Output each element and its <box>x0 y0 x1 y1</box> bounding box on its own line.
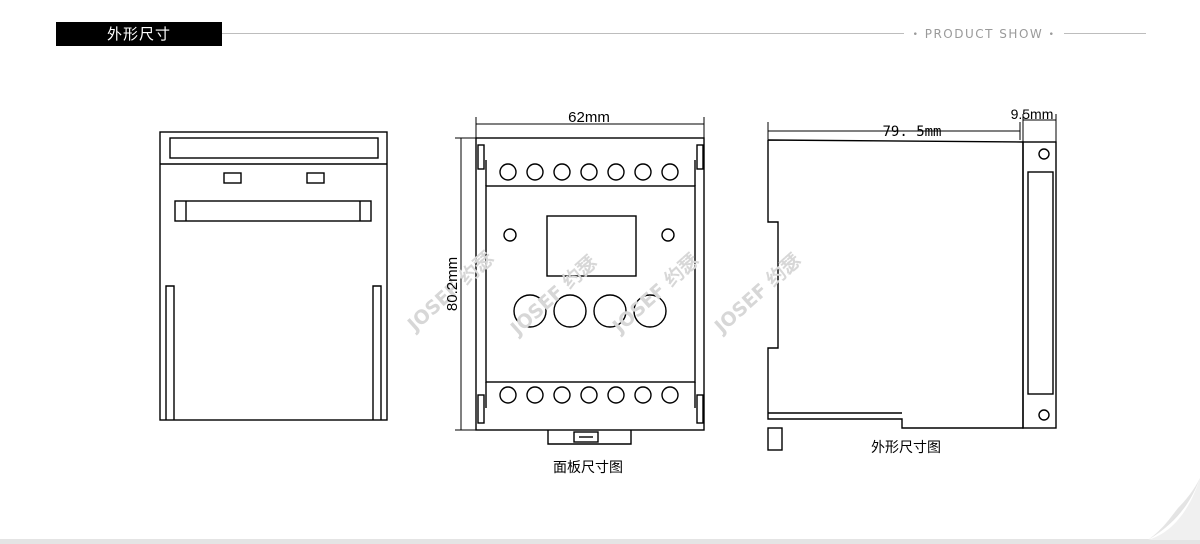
terminal-screw-icon <box>634 163 652 181</box>
front-view-outline <box>475 137 705 431</box>
terminal-screw-icon <box>580 386 598 404</box>
terminal-screw-icon <box>526 163 544 181</box>
watermark-2: JOSEF 约瑟 <box>504 251 601 341</box>
page-title: 外形尺寸 <box>56 22 222 46</box>
page-curl-icon <box>1148 478 1200 540</box>
header-rule <box>222 33 1146 34</box>
dot-right-icon: • <box>1048 30 1056 40</box>
depth-dimension-label: 79. 5mm <box>882 124 941 140</box>
dot-left-icon: • <box>912 30 920 40</box>
watermark-4: JOSEF 约瑟 <box>708 249 805 339</box>
terminal-screw-icon <box>661 386 679 404</box>
rail-dimension-label: 9.5mm <box>1011 106 1054 122</box>
lcd-display <box>546 215 637 277</box>
knob-button-icon <box>633 294 667 328</box>
front-view-caption: 面板尺寸图 <box>553 460 623 476</box>
rear-view <box>159 131 388 421</box>
width-dimension-label: 62mm <box>568 109 610 126</box>
knob-button-icon <box>553 294 587 328</box>
terminal-screw-icon <box>553 386 571 404</box>
terminal-screw-icon <box>499 386 517 404</box>
side-view <box>767 139 1057 451</box>
terminal-screw-icon <box>634 386 652 404</box>
footer-rule <box>0 539 1200 544</box>
terminal-screw-icon <box>553 163 571 181</box>
knob-button-icon <box>513 294 547 328</box>
front-view <box>475 137 705 445</box>
side-view-outline <box>767 139 1024 429</box>
terminal-screw-icon <box>607 163 625 181</box>
watermark-3: JOSEF 约瑟 <box>606 249 703 339</box>
terminal-screw-icon <box>580 163 598 181</box>
terminal-screw-icon <box>661 163 679 181</box>
section-label-text: PRODUCT SHOW <box>924 27 1044 41</box>
side-view-caption: 外形尺寸图 <box>871 440 941 456</box>
knob-button-icon <box>593 294 627 328</box>
terminal-screw-icon <box>607 386 625 404</box>
rear-view-outline <box>159 131 388 421</box>
terminal-screw-icon <box>499 163 517 181</box>
terminal-screw-icon <box>526 386 544 404</box>
led-left <box>503 228 517 242</box>
knob-group <box>513 294 667 328</box>
section-label: • PRODUCT SHOW • <box>904 25 1064 43</box>
watermark-group: JOSEF 约瑟 JOSEF 约瑟 JOSEF 约瑟 JOSEF 约瑟 <box>401 247 805 341</box>
terminal-group <box>499 163 679 404</box>
height-dimension-label: 80.2mm <box>444 257 461 311</box>
led-right <box>661 228 675 242</box>
